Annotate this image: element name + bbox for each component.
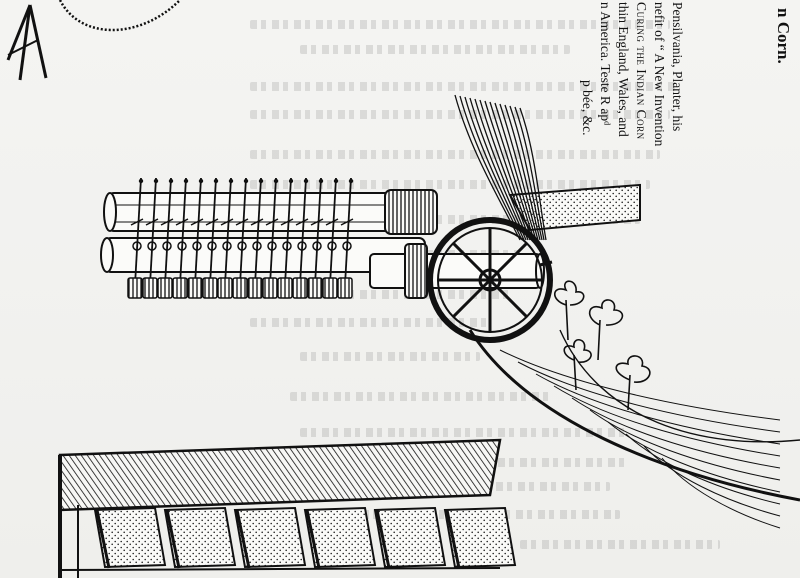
stamper: [292, 177, 309, 299]
stamper: [142, 177, 159, 299]
stamper: [232, 177, 249, 299]
stamper: [217, 177, 234, 299]
kiln-bay: [303, 506, 377, 569]
stamper: [187, 177, 204, 299]
caption-line: n America. Teste R apᵈ: [598, 2, 613, 126]
stamper: [202, 177, 219, 299]
caption-line: thin England, Wales, and: [616, 2, 631, 137]
kiln-bay: [443, 506, 517, 569]
kiln-bay: [233, 506, 307, 569]
stamper: [247, 177, 264, 299]
kiln-bay: [163, 506, 237, 569]
stamper-row: [127, 177, 354, 299]
stamper: [127, 177, 144, 299]
caption-line: Pensilvania, Planter, his: [670, 2, 685, 132]
stamper: [307, 177, 324, 299]
river-bank: [468, 329, 800, 529]
water-wheel: [427, 217, 553, 343]
caption-line: Curing the Indian Corn: [634, 2, 649, 140]
tree: [553, 280, 651, 411]
tripod-frame: [6, 0, 181, 81]
caption-line: p bée, &c.: [580, 80, 595, 136]
stamper: [262, 177, 279, 299]
stamper: [172, 177, 189, 299]
kiln-bay: [373, 506, 447, 569]
caption-line: n Corn.: [774, 8, 793, 64]
upper-roller: [103, 189, 438, 235]
kiln-bay: [93, 506, 167, 569]
stamper: [157, 177, 174, 299]
stamper: [277, 177, 294, 299]
waterfall: [454, 94, 547, 241]
caption-line: nefit of “ A New Invention: [652, 2, 667, 147]
drying-kiln: [58, 438, 517, 578]
stamper: [337, 177, 354, 299]
stamper: [322, 177, 339, 299]
